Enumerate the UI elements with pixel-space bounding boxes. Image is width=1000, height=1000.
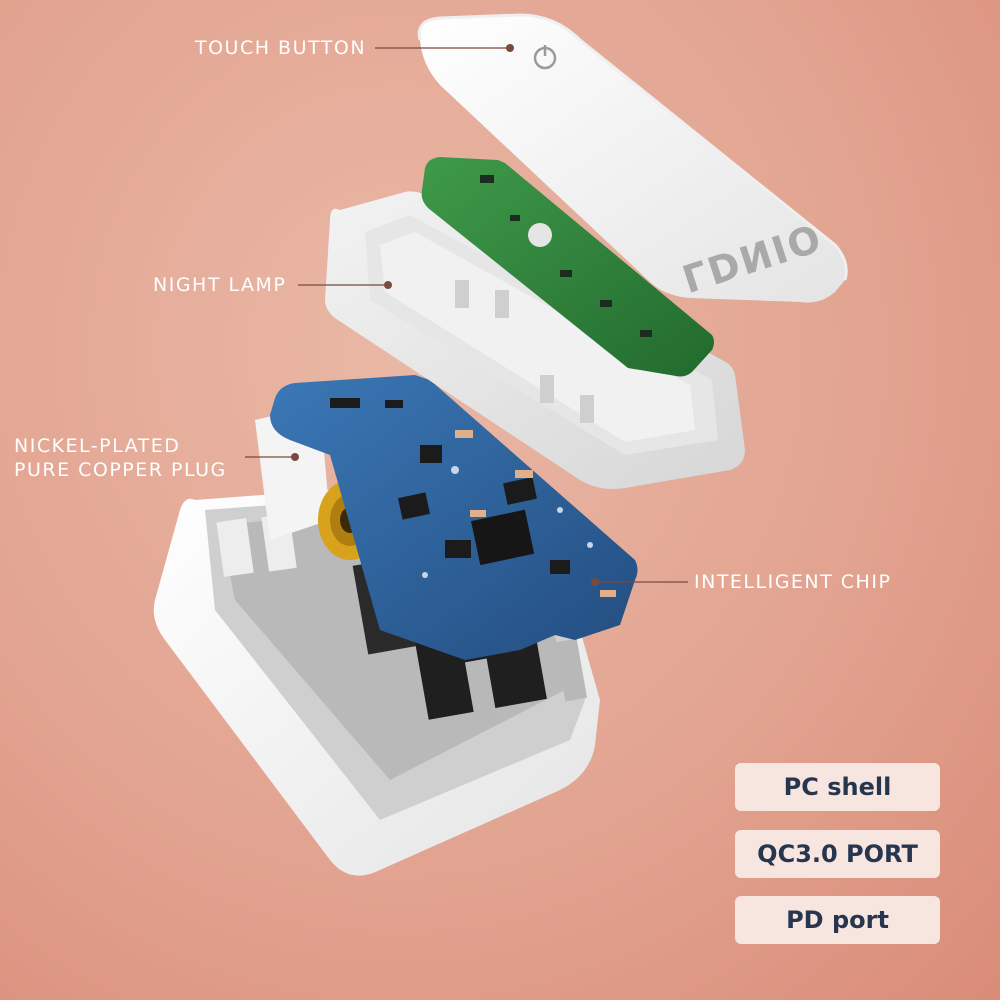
feature-pill-pc-shell: PC shell <box>735 763 940 811</box>
top-cover: LDNIO <box>417 13 848 303</box>
callout-lines <box>245 44 688 586</box>
feature-pill-qc3-port: QC3.0 PORT <box>735 830 940 878</box>
copper-plug-text-line1: NICKEL-PLATED <box>14 435 181 457</box>
touch-button-text: TOUCH BUTTON <box>195 37 367 59</box>
touch-button-label: TOUCH BUTTON <box>195 36 366 60</box>
lamp-circuit-board <box>421 157 714 377</box>
feature-pill-pd-port: PD port <box>735 896 940 944</box>
plug-dot <box>291 453 299 461</box>
night-lamp-label: NIGHT LAMP <box>153 273 286 297</box>
copper-plug-label: NICKEL-PLATED PURE COPPER PLUG <box>14 434 227 482</box>
intelligent-chip-label: INTELLIGENT CHIP <box>694 570 891 594</box>
night-lamp-frame <box>325 191 745 489</box>
feature-text: PC shell <box>783 773 892 801</box>
feature-text: QC3.0 PORT <box>757 840 918 868</box>
night-lamp-text: NIGHT LAMP <box>153 274 287 296</box>
touch-button-dot <box>506 44 514 52</box>
feature-text: PD port <box>786 906 889 934</box>
power-icon <box>533 45 557 70</box>
main-circuit-board <box>270 375 638 660</box>
copper-plug-text-line2: PURE COPPER PLUG <box>14 459 227 481</box>
night-lamp-dot <box>384 281 392 289</box>
intelligent-chip-text: INTELLIGENT CHIP <box>694 571 892 593</box>
chip-dot <box>591 578 599 586</box>
